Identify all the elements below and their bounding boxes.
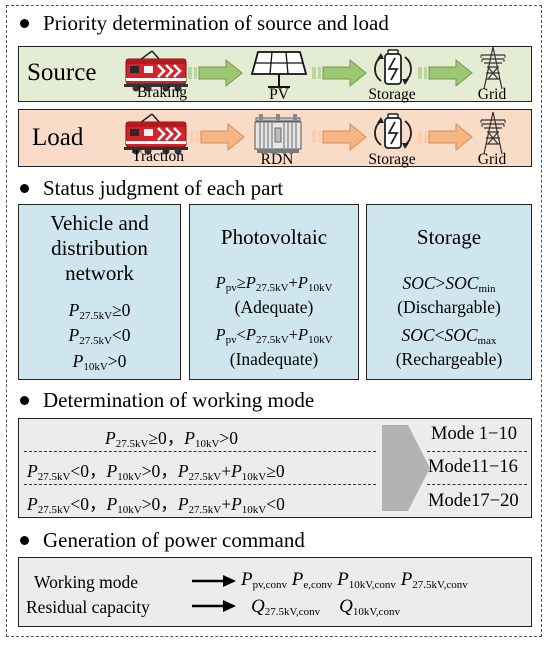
rdn-label: RDN (260, 151, 294, 168)
pv-condition-adequate: Ppv≥P27.5kV+P10kV (215, 273, 333, 294)
divider (24, 451, 376, 452)
vehicle-network-box (18, 204, 181, 380)
condition-p275-neg: P27.5kV<0 (68, 325, 131, 347)
residual-capacity-label: Residual capacity (26, 597, 150, 617)
right-arrow-icon (192, 600, 236, 612)
pv-inadequate-label: (Inadequate) (229, 349, 319, 369)
divider (24, 484, 376, 485)
condition-p10-pos: P10kV>0 (72, 351, 127, 373)
section4-heading: Generation of power command (20, 528, 305, 553)
transmission-tower-icon (478, 46, 508, 90)
condition-p275-nonneg: P27.5kV≥0 (68, 300, 131, 322)
soc-condition-dischargeable: SOC>SOCmin (402, 273, 496, 295)
braking-label: Braking (137, 84, 187, 101)
right-arrow-icon (192, 575, 236, 587)
mode-condition-1: P27.5kV≥0，P10kV>0 (105, 428, 239, 450)
arrow-icon (418, 122, 474, 152)
battery-storage-icon (371, 111, 415, 155)
power-command-outputs: Ppv,conv Pe,conv P10kV,conv P27.5kV,conv (241, 569, 468, 591)
traction-label: Traction (132, 148, 184, 165)
arrow-icon (312, 122, 368, 152)
storage-rechargeable-label: (Rechargeable) (395, 349, 503, 369)
soc-condition-rechargeable: SOC<SOCmax (401, 325, 497, 347)
divider (427, 484, 527, 485)
mode-condition-3: P27.5kV<0，P10kV>0，P27.5kV+P10kV<0 (27, 494, 285, 516)
arrow-icon (190, 122, 246, 152)
chevron-arrow-icon (382, 425, 430, 511)
pv-adequate-label: (Adequate) (234, 297, 314, 317)
storage-label: Storage (368, 151, 416, 168)
section2-heading: Status judgment of each part (20, 176, 283, 201)
photovoltaic-title: Photovoltaic (220, 225, 328, 249)
power-command-box (18, 557, 532, 627)
arrow-icon (312, 58, 368, 88)
vehicle-network-title: Vehicle and distribution network (50, 211, 149, 285)
working-mode-box (18, 418, 532, 518)
storage-box (366, 204, 532, 380)
diagram-border (6, 5, 542, 637)
divider (427, 451, 527, 452)
capacity-outputs: Q27.5kV,conv Q10kV,conv (251, 596, 401, 618)
transmission-tower-icon (478, 111, 508, 155)
pv-label: PV (269, 86, 289, 103)
grid-label: Grid (477, 86, 507, 103)
mode-11-16: Mode11−16 (428, 457, 518, 477)
storage-label: Storage (368, 86, 416, 103)
pv-condition-inadequate: Ppv<P27.5kV+P10kV (215, 325, 333, 346)
mode-1-10: Mode 1−10 (431, 424, 517, 444)
section3-heading: Determination of working mode (20, 388, 314, 413)
transformer-icon (251, 113, 305, 155)
mode-17-20: Mode17−20 (428, 491, 519, 511)
storage-dischargeable-label: (Dischargable) (397, 297, 501, 317)
source-label: Source (27, 59, 97, 86)
working-mode-label: Working mode (34, 572, 139, 592)
battery-storage-icon (371, 47, 415, 91)
arrow-icon (418, 58, 474, 88)
section1-heading: Priority determination of source and loa… (20, 11, 389, 36)
storage-title: Storage (416, 225, 482, 249)
load-label: Load (32, 124, 84, 151)
photovoltaic-box (189, 204, 359, 380)
grid-label: Grid (477, 151, 507, 168)
mode-condition-2: P27.5kV<0，P10kV>0，P27.5kV+P10kV≥0 (27, 461, 285, 483)
